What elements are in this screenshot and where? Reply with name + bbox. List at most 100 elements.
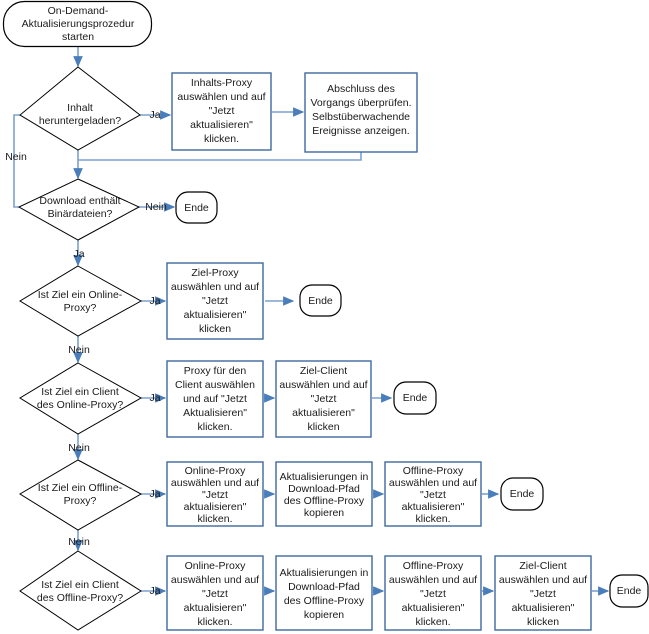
p12-line-5: klicken bbox=[527, 616, 559, 628]
label-d3-no: Nein bbox=[68, 344, 90, 356]
p7-line-2: Download-Pfad bbox=[288, 483, 360, 495]
d2-line-2: Binärdateien? bbox=[48, 208, 113, 220]
node-decision-client-online-proxy[interactable]: Ist Ziel ein Client des Online-Proxy? bbox=[19, 362, 143, 435]
p11-shape bbox=[384, 555, 482, 631]
p11-line-5: klicken. bbox=[415, 616, 450, 628]
p5-line-1: Ziel-Client bbox=[300, 365, 347, 377]
p11-line-4: aktualisieren" bbox=[402, 602, 465, 614]
node-process-online-proxy-offline-row[interactable]: Online-Proxy auswählen und auf "Jetzt ak… bbox=[166, 461, 264, 527]
d5-shape bbox=[19, 459, 143, 531]
p4-line-3: und auf "Jetzt bbox=[183, 393, 247, 405]
d3-line-2: Proxy? bbox=[64, 302, 97, 314]
connectors bbox=[13, 47, 610, 596]
node-process-kopieren-client-offline-row[interactable]: Aktualisierungen in Download-Pfad des Of… bbox=[275, 555, 373, 631]
node-process-online-proxy-client-offline-row[interactable]: Online-Proxy auswählen und auf "Jetzt ak… bbox=[166, 555, 264, 631]
d3-shape bbox=[19, 265, 143, 337]
end1-label: Ende bbox=[184, 202, 209, 214]
label-d2-yes: Ja bbox=[73, 248, 84, 260]
d6-line-2: des Offline-Proxy? bbox=[37, 592, 123, 604]
d2-shape bbox=[17, 178, 141, 241]
end5-shape bbox=[609, 574, 649, 608]
node-decision-download-binaerdateien[interactable]: Download enthält Binärdateien? bbox=[17, 178, 141, 241]
label-d4-no: Nein bbox=[68, 442, 90, 454]
p9-line-3: "Jetzt bbox=[202, 588, 228, 600]
node-process-inhalts-proxy[interactable]: Inhalts-Proxy auswählen und auf "Jetzt a… bbox=[171, 72, 272, 151]
p2-line-3: Selbstüberwachende bbox=[312, 111, 410, 123]
p10-shape bbox=[275, 555, 373, 631]
p9-shape bbox=[166, 555, 264, 631]
p1-line-3: "Jetzt bbox=[209, 105, 235, 117]
p6-line-1: Online-Proxy bbox=[185, 465, 246, 477]
p10-line-2: Download-Pfad bbox=[288, 581, 360, 593]
d6-line-1: Ist Ziel ein Client bbox=[41, 579, 119, 591]
p2-line-1: Abschluss des bbox=[327, 83, 395, 95]
node-process-offline-proxy-offline-row[interactable]: Offline-Proxy auswählen und auf "Jetzt a… bbox=[384, 461, 482, 527]
node-start[interactable]: On-Demand- Aktualisierungsprozedur start… bbox=[2, 0, 153, 48]
p2-shape bbox=[304, 72, 418, 153]
p7-line-4: kopieren bbox=[304, 507, 344, 519]
node-process-offline-proxy-client-offline-row[interactable]: Offline-Proxy auswählen und auf "Jetzt a… bbox=[384, 555, 482, 631]
label-d5-yes: Ja bbox=[149, 488, 160, 500]
node-process-proxy-fuer-client[interactable]: Proxy für den Client auswählen und auf "… bbox=[166, 360, 264, 438]
p8-line-1: Offline-Proxy bbox=[403, 465, 464, 477]
end4-shape bbox=[500, 477, 544, 511]
p12-line-4: aktualisieren" bbox=[512, 602, 575, 614]
p3-line-1: Ziel-Proxy bbox=[191, 267, 239, 279]
node-end-3[interactable]: Ende bbox=[393, 381, 437, 415]
p2-line-2: Vorgangs überprüfen. bbox=[311, 97, 412, 109]
p6-line-2: auswählen und auf bbox=[171, 477, 259, 489]
node-end-5[interactable]: Ende bbox=[609, 574, 649, 608]
start-line-2: Aktualisierungsprozedur bbox=[22, 18, 135, 30]
p6-line-5: klicken. bbox=[197, 513, 232, 525]
p12-line-3: "Jetzt bbox=[530, 588, 556, 600]
label-d5-no: Nein bbox=[68, 536, 90, 548]
d5-line-1: Ist Ziel ein Offline- bbox=[38, 482, 123, 494]
p1-line-2: auswählen und auf bbox=[177, 91, 265, 103]
end5-label: Ende bbox=[617, 585, 642, 597]
d4-shape bbox=[19, 362, 143, 435]
d2-line-1: Download enthält bbox=[39, 195, 120, 207]
p8-line-5: klicken. bbox=[415, 513, 450, 525]
p4-line-5: klicken. bbox=[197, 421, 232, 433]
node-process-abschluss-ueberpruefen[interactable]: Abschluss des Vorgangs überprüfen. Selbs… bbox=[304, 72, 418, 153]
p10-line-4: kopieren bbox=[304, 609, 344, 621]
p5-line-2: auswählen und auf bbox=[279, 379, 367, 391]
p4-line-2: Client auswählen bbox=[175, 379, 255, 391]
node-process-ziel-client-offline-row[interactable]: Ziel-Client auswählen und auf "Jetzt akt… bbox=[494, 555, 592, 631]
p3-shape bbox=[166, 262, 264, 340]
end1-shape bbox=[175, 191, 218, 224]
node-decision-client-offline-proxy[interactable]: Ist Ziel ein Client des Offline-Proxy? bbox=[19, 550, 142, 631]
p12-line-2: auswählen und auf bbox=[499, 574, 587, 586]
p9-line-4: aktualisieren" bbox=[184, 602, 247, 614]
end3-shape bbox=[393, 381, 437, 415]
p3-line-4: aktualisieren" bbox=[184, 309, 247, 321]
d5-line-2: Proxy? bbox=[64, 495, 97, 507]
node-end-1[interactable]: Ende bbox=[175, 191, 218, 224]
node-end-4[interactable]: Ende bbox=[500, 477, 544, 511]
d4-line-1: Ist Ziel ein Client bbox=[41, 386, 119, 398]
label-d4-yes: Ja bbox=[149, 392, 160, 404]
node-process-kopieren-offline-row[interactable]: Aktualisierungen in Download-Pfad des Of… bbox=[275, 461, 373, 527]
p9-line-5: klicken. bbox=[197, 616, 232, 628]
d6-shape bbox=[19, 550, 142, 631]
node-decision-ziel-online-proxy[interactable]: Ist Ziel ein Online- Proxy? bbox=[19, 265, 143, 337]
node-process-ziel-client-online[interactable]: Ziel-Client auswählen und auf "Jetzt akt… bbox=[275, 360, 372, 438]
start-line-1: On-Demand- bbox=[48, 5, 109, 17]
node-decision-inhalt-heruntergeladen[interactable]: Inhalt heruntergeladen? bbox=[19, 66, 141, 151]
p5-shape bbox=[275, 360, 372, 438]
p1-line-4: aktualisieren" bbox=[190, 119, 253, 131]
p3-line-2: auswählen und auf bbox=[171, 281, 259, 293]
p8-line-2: auswählen und auf bbox=[389, 477, 477, 489]
node-process-ziel-proxy[interactable]: Ziel-Proxy auswählen und auf "Jetzt aktu… bbox=[166, 262, 264, 340]
p12-shape bbox=[494, 555, 592, 631]
d1-line-2: heruntergeladen? bbox=[39, 115, 121, 127]
node-end-2[interactable]: Ende bbox=[299, 284, 342, 317]
node-decision-ziel-offline-proxy[interactable]: Ist Ziel ein Offline- Proxy? bbox=[19, 459, 143, 531]
p8-line-3: "Jetzt bbox=[420, 489, 446, 501]
p9-line-1: Online-Proxy bbox=[185, 560, 246, 572]
p7-line-1: Aktualisierungen in bbox=[280, 471, 369, 483]
d3-line-1: Ist Ziel ein Online- bbox=[38, 289, 123, 301]
p5-line-3: "Jetzt bbox=[311, 393, 337, 405]
end2-label: Ende bbox=[308, 295, 333, 307]
